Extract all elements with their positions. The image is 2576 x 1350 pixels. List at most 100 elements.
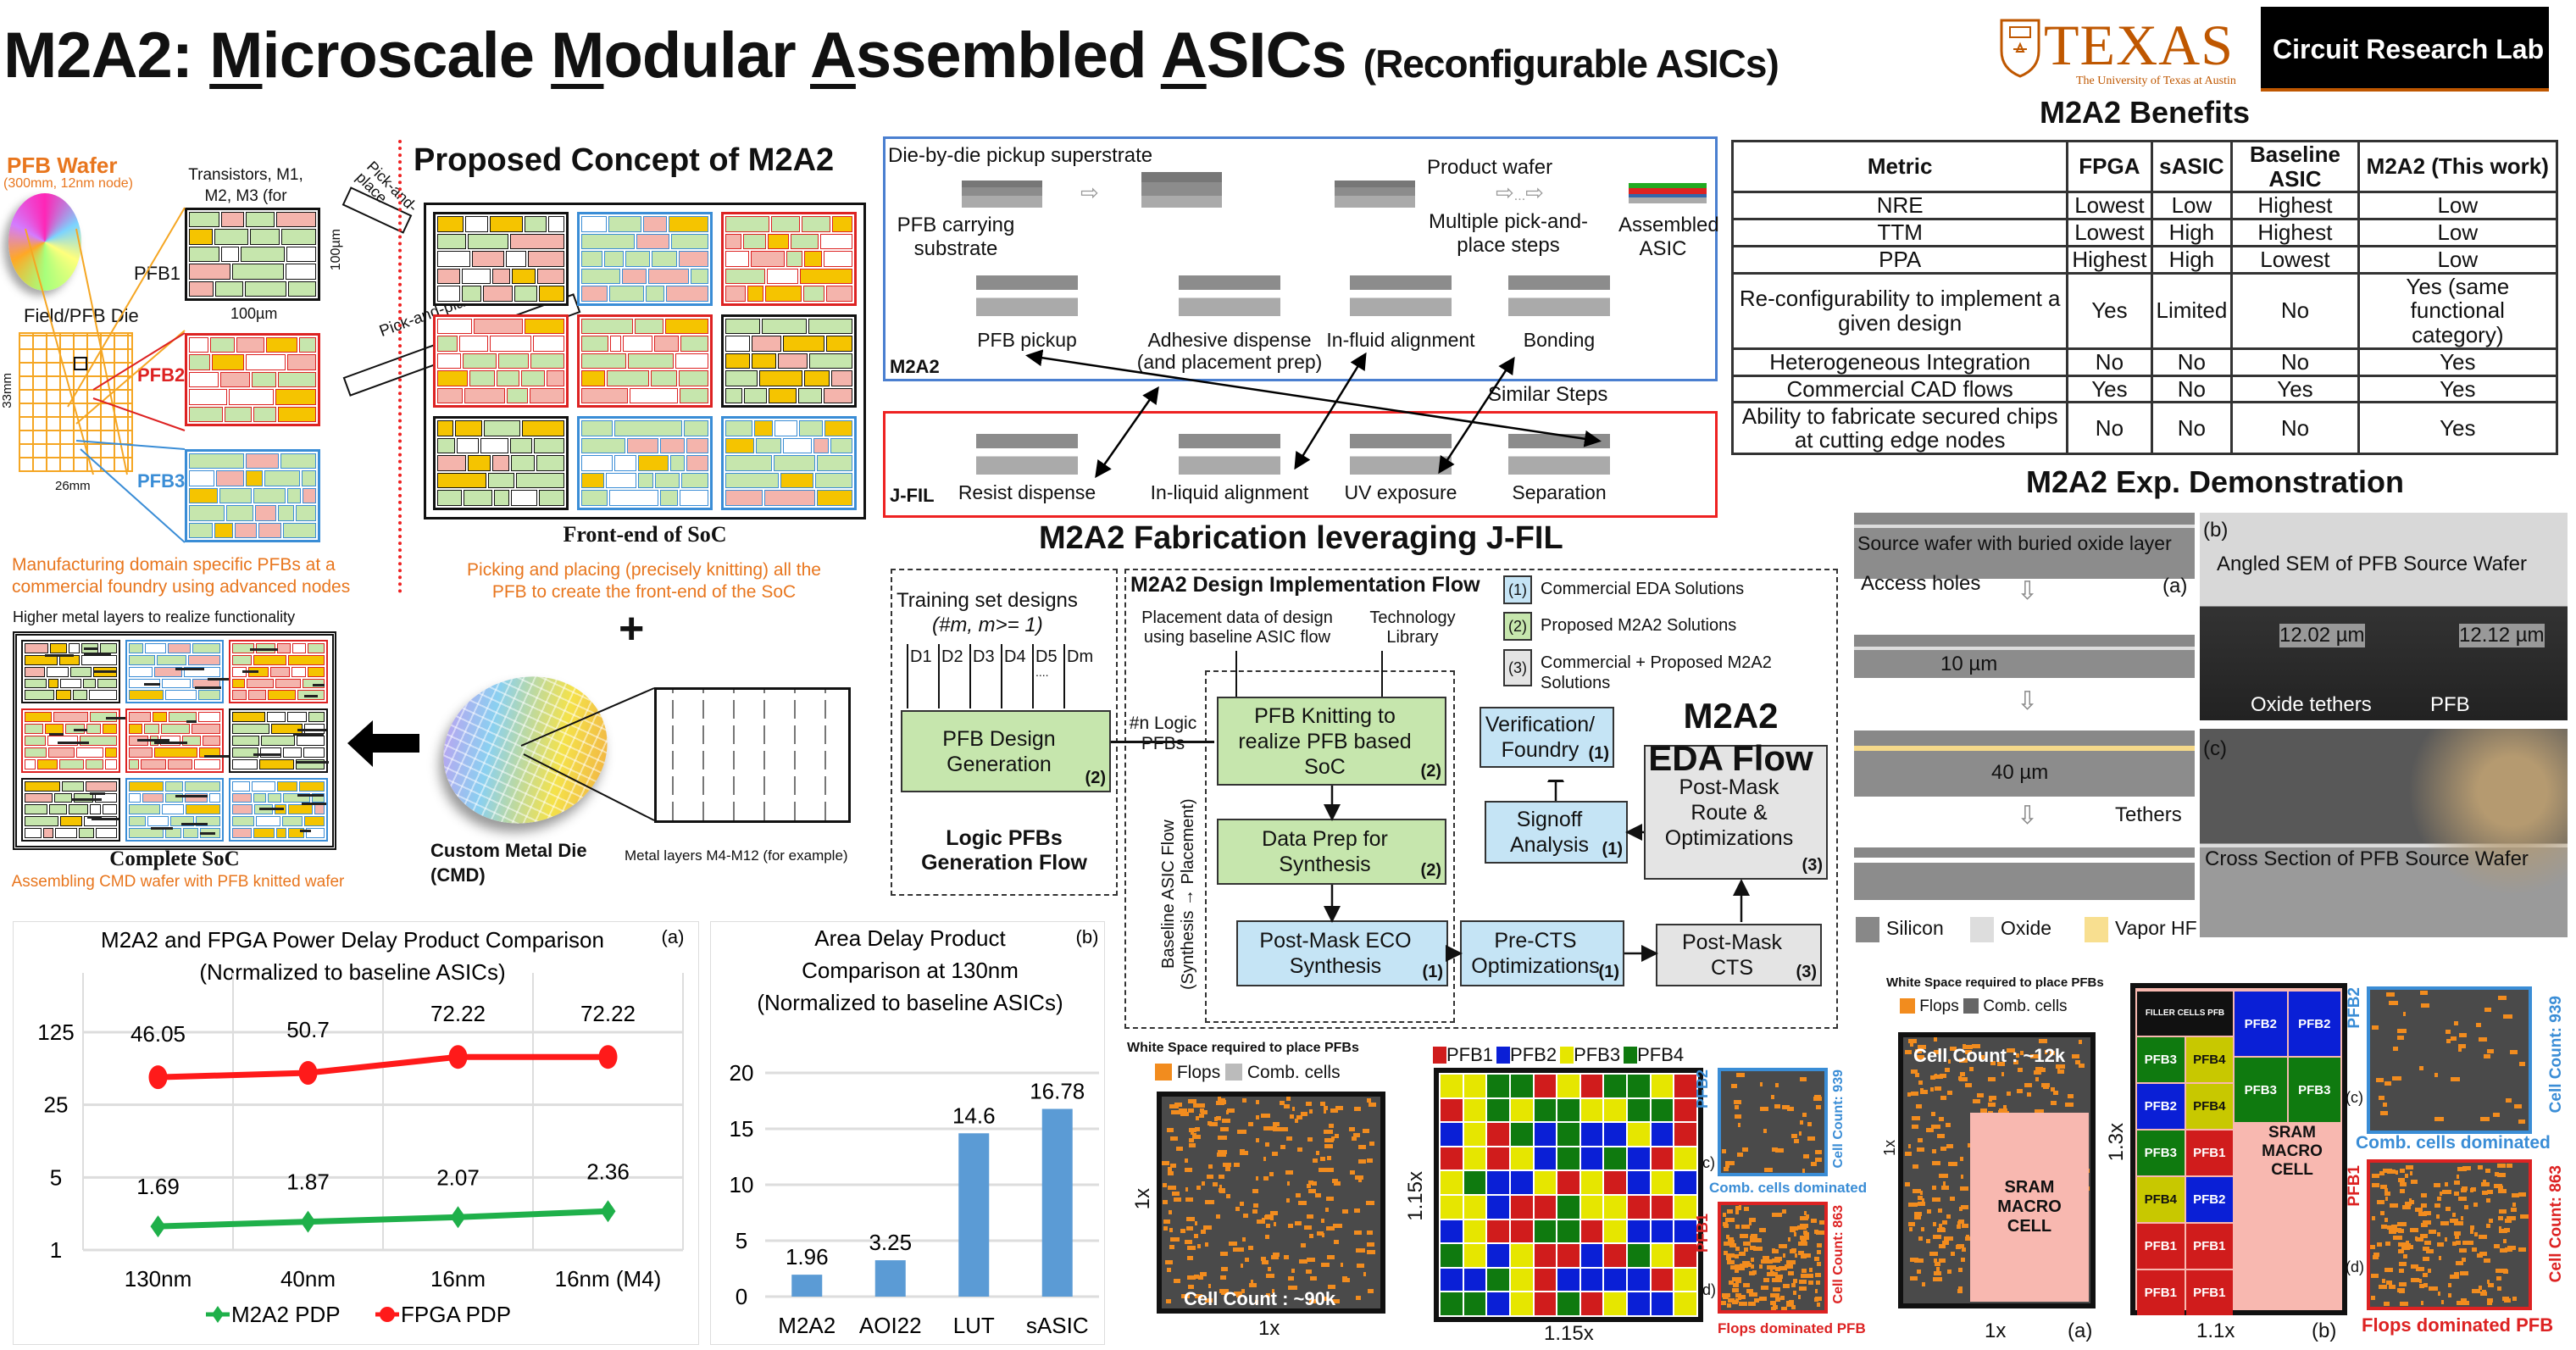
- flop-cell: [1219, 1288, 1229, 1293]
- brick-row: [25, 758, 117, 769]
- flop-cell: [1167, 1127, 1174, 1132]
- flop-cell: [1166, 1267, 1172, 1272]
- source-wafer: [1854, 513, 2195, 579]
- flop-cell: [1366, 1201, 1374, 1206]
- cell-block: [76, 747, 103, 758]
- flop-cell: [1323, 1105, 1329, 1110]
- brick-row: [581, 216, 708, 232]
- flop-cell: [1930, 1112, 1936, 1117]
- y-tick-label: 0: [736, 1284, 747, 1309]
- flop-cell: [1312, 1158, 1319, 1163]
- title-prefix: M2A2:: [3, 19, 210, 92]
- pre-cts-label: Pre-CTS Optimizations: [1471, 929, 1600, 978]
- verification-label: Verification/ Foundry: [1485, 713, 1596, 762]
- metal-wire: [153, 741, 187, 744]
- flop-cell: [1213, 1182, 1218, 1187]
- flop-cell: [1327, 1284, 1335, 1289]
- pfb-design-generation-label: PFB Design Generation: [942, 726, 1056, 776]
- flop-cell: [1816, 1280, 1821, 1285]
- flop-cell: [1200, 1109, 1208, 1114]
- cell-block: [74, 792, 93, 803]
- pfb-tile: [1557, 1098, 1579, 1122]
- flop-cell: [1326, 1225, 1335, 1231]
- metal-wire: [301, 802, 327, 805]
- flop-cell: [1919, 1089, 1928, 1094]
- flop-cell: [1721, 1301, 1726, 1306]
- flop-cell: [2017, 1067, 2024, 1072]
- cell-block: [244, 281, 286, 297]
- flop-cell: [1915, 1049, 1922, 1054]
- pfb3-label: PFB3: [137, 470, 186, 492]
- flop-cell: [2384, 1267, 2394, 1272]
- flop-cell: [1933, 1270, 1941, 1275]
- flop-cell: [1324, 1138, 1334, 1143]
- flop-cell: [2470, 1187, 2477, 1192]
- flop-cell: [1727, 1298, 1735, 1303]
- flop-cell: [1205, 1199, 1214, 1204]
- flop-cell: [2459, 1271, 2469, 1276]
- metal-wire: [297, 760, 330, 764]
- flop-cell: [2512, 1203, 2517, 1208]
- flop-cell: [2462, 1240, 2472, 1245]
- flop-cell: [1363, 1128, 1369, 1133]
- wafer-stack-2: [1141, 172, 1222, 208]
- flop-cell: [2393, 1047, 2398, 1052]
- cell-block: [752, 336, 781, 352]
- cell-block: [296, 758, 325, 769]
- flop-cell: [2444, 1237, 2448, 1242]
- metal-wire: [84, 652, 112, 655]
- pfb-tile: [1604, 1244, 1627, 1267]
- pfb2-zoom-label: PFB2: [1694, 1069, 1711, 1109]
- flop-cell: [1930, 1075, 1936, 1081]
- brick-row: [232, 654, 325, 665]
- flop-cell: [1191, 1130, 1195, 1135]
- flop-cell: [1739, 1234, 1748, 1239]
- legend-label: Silicon: [1886, 917, 1944, 939]
- cell-block: [680, 387, 708, 404]
- pfb-tile: [1651, 1196, 1674, 1219]
- flop-cell: [1724, 1163, 1730, 1168]
- flop-cell: [2024, 1082, 2033, 1087]
- flop-cell: [1187, 1285, 1194, 1290]
- similar-steps-arrows: [1025, 349, 1602, 479]
- pfb-block: PFB2: [2137, 1084, 2185, 1129]
- cell-block: [630, 387, 679, 404]
- flop-cell: [1216, 1100, 1224, 1105]
- flop-cell: [1263, 1176, 1269, 1181]
- flop-cell: [1932, 1197, 1941, 1203]
- data-label: 16.78: [1030, 1079, 1085, 1104]
- cell-block: [251, 371, 276, 388]
- pfb-wafer-image: [8, 193, 81, 291]
- cell-block: [767, 233, 789, 250]
- cell-block: [804, 251, 822, 267]
- flop-cell: [2461, 1257, 2466, 1262]
- data-label: 1.87: [286, 1169, 330, 1195]
- pfb-tile: [1580, 1147, 1603, 1170]
- poster-title: M2A2: Microscale Modular Assembled ASICs…: [3, 19, 1779, 92]
- flop-cell: [1722, 1148, 1726, 1153]
- cell-block: [245, 212, 275, 228]
- dim-100um-h: 100µm: [230, 305, 278, 322]
- flop-cell: [2384, 1196, 2389, 1201]
- flop-cell: [1803, 1153, 1810, 1158]
- flop-cell: [1280, 1144, 1285, 1149]
- cell-block: [83, 678, 96, 689]
- d-tag: (d): [1697, 1281, 1716, 1298]
- cell-block: [308, 643, 325, 653]
- flop-cell: [1239, 1201, 1244, 1206]
- flop-cell: [1217, 1152, 1226, 1157]
- pfb-tile: [1604, 1098, 1627, 1122]
- flop-cell: [1735, 1297, 1740, 1303]
- flop-cell: [2396, 1035, 2404, 1040]
- cell-count-939: Cell Count: 939: [2547, 996, 2565, 1114]
- table-cell: PPA: [1730, 244, 2069, 275]
- flop-cell: [2405, 1201, 2409, 1206]
- cell-block: [437, 437, 456, 454]
- flop-cell: [1225, 1167, 1230, 1172]
- brick-row: [581, 437, 708, 454]
- pfb-tile: [1651, 1244, 1674, 1267]
- cell-block: [165, 828, 181, 839]
- flop-cell: [1763, 1167, 1774, 1172]
- flop-cell: [1195, 1220, 1198, 1225]
